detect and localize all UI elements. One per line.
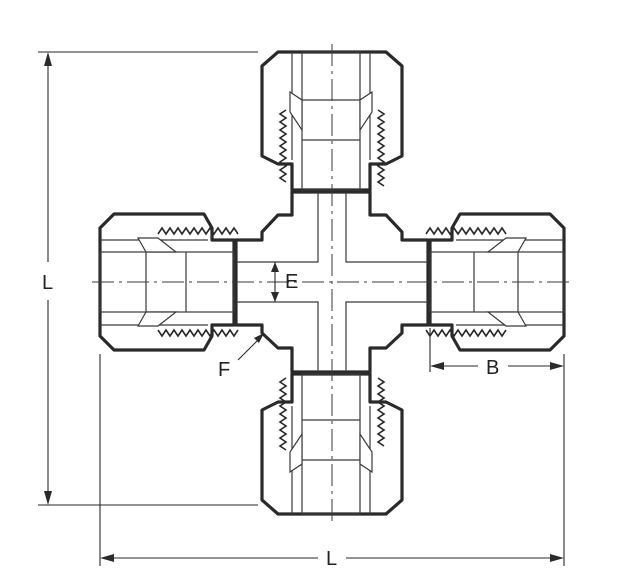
dimension-b: B	[429, 328, 564, 379]
dimension-horizontal-l: L	[99, 354, 565, 570]
dim-label-e: E	[285, 271, 298, 293]
dimension-vertical-l: L	[38, 51, 258, 506]
body	[234, 190, 430, 374]
left-nut	[98, 212, 239, 352]
dimension-f: F	[218, 333, 264, 381]
dim-label-b: B	[486, 357, 499, 379]
dim-label-f: F	[218, 359, 230, 381]
dimension-e: E	[271, 262, 298, 302]
dim-label-l-vertical: L	[42, 272, 53, 294]
dim-label-l-horizontal: L	[326, 548, 337, 570]
